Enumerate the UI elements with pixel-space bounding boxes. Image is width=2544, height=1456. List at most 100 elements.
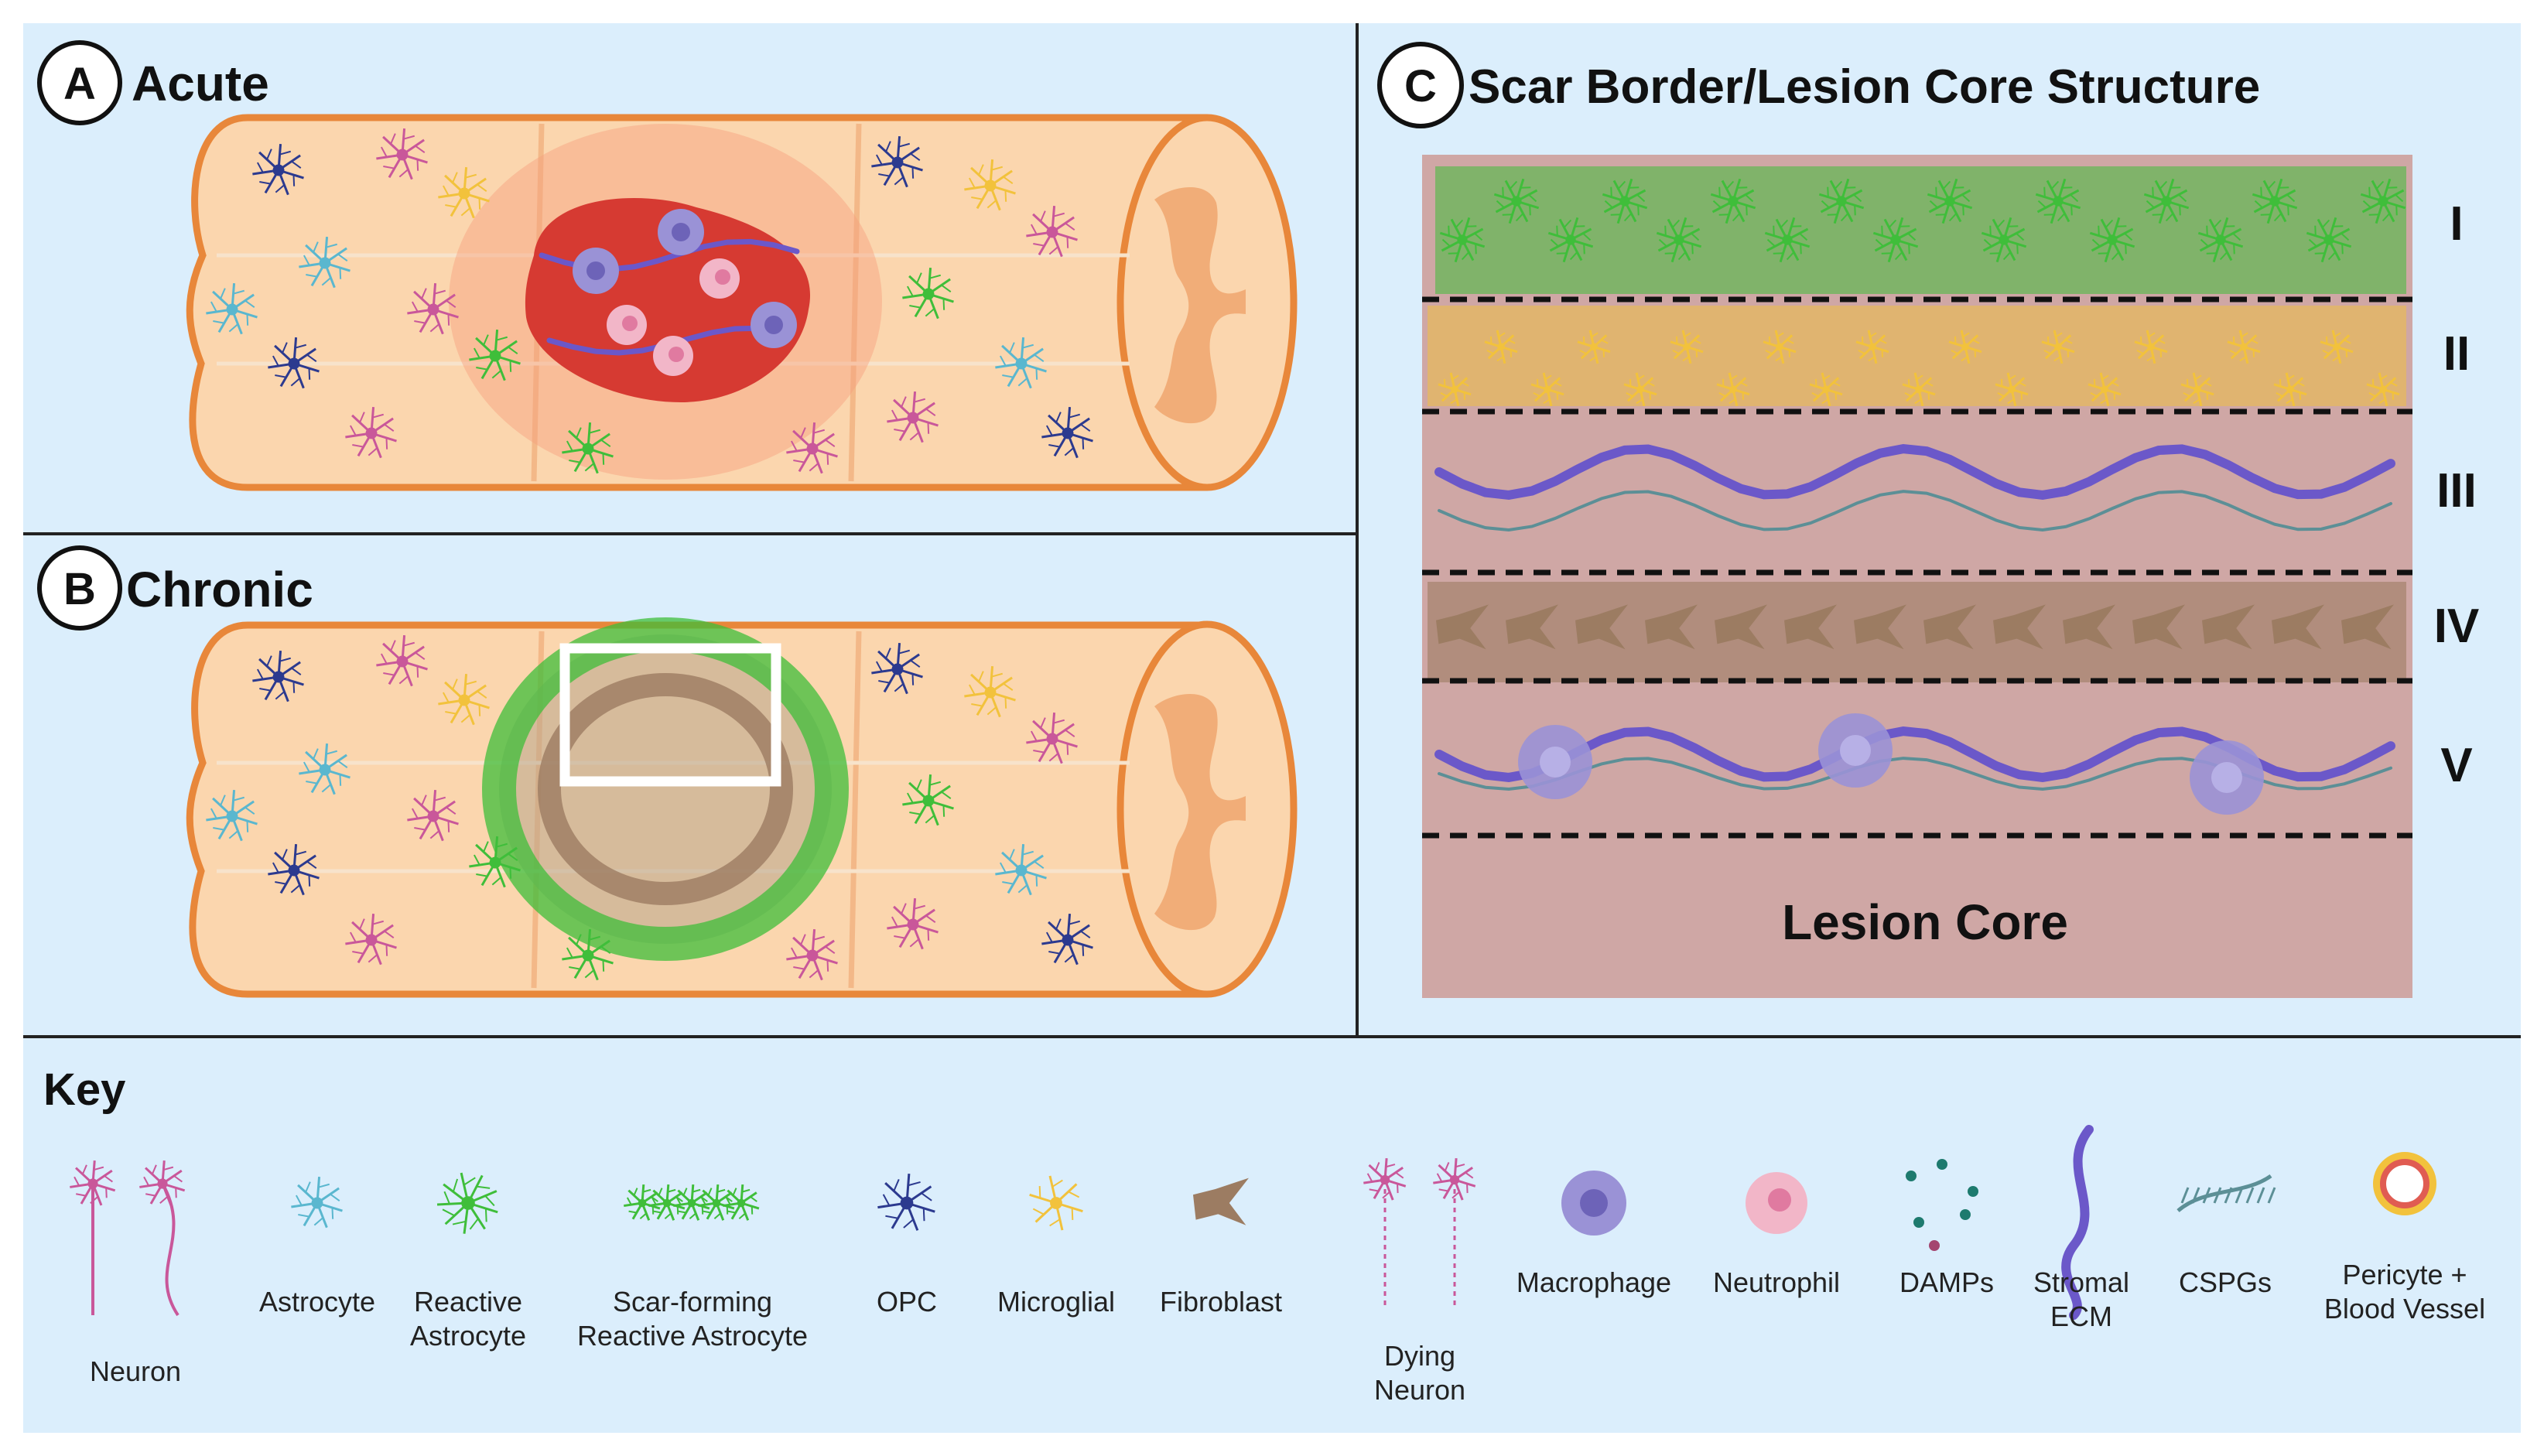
layer-label-3: III <box>2436 464 2477 518</box>
panel-b-badge <box>37 545 122 631</box>
chronic-cell <box>871 642 923 695</box>
panel-a-title: Acute <box>132 56 269 111</box>
key-label-14-line-1: Pericyte + <box>2342 1259 2467 1290</box>
panel-c-title: Scar Border/Lesion Core Structure <box>1469 60 2260 114</box>
key-label-13: CSPGs <box>2179 1266 2272 1298</box>
key-label-11: DAMPs <box>1899 1266 1994 1298</box>
key-label-5: OPC <box>877 1286 937 1318</box>
layer-ii-cells <box>1438 330 2400 407</box>
chronic-cell <box>1041 913 1093 966</box>
chronic-cell <box>469 836 521 888</box>
panel-a-badge <box>37 40 122 125</box>
layer-iv-fibroblasts <box>1436 604 2394 650</box>
key-icon-2 <box>291 1176 343 1229</box>
key-icons <box>70 1125 2436 1320</box>
layer-label-1: I <box>2450 197 2463 251</box>
acute-cell <box>562 422 614 474</box>
layer-label-2: II <box>2443 327 2470 381</box>
acute-cell <box>995 337 1047 389</box>
acute-cell <box>887 391 939 443</box>
chronic-cell <box>562 928 614 981</box>
acute-cell <box>438 166 490 219</box>
scar-panel-background <box>1422 155 2412 998</box>
layer-iv-band <box>1428 582 2406 682</box>
key-icon-12 <box>2061 1125 2094 1320</box>
key-label-4-line-1: Scar-forming <box>613 1286 772 1318</box>
panel-c-header: C Scar Border/Lesion Core Structure <box>1377 42 2260 128</box>
panel-b-title: Chronic <box>126 562 313 617</box>
acute-cell <box>871 135 923 188</box>
key-label-4-line-2: Reactive Astrocyte <box>577 1320 808 1352</box>
key-icon-14 <box>2373 1152 2436 1215</box>
inset-box <box>559 643 781 787</box>
acute-cell <box>1026 205 1078 258</box>
acute-neutrophil <box>607 305 647 345</box>
acute-macrophage <box>573 248 619 294</box>
layer-iii-ecm <box>1434 444 2395 531</box>
acute-cell <box>786 422 838 474</box>
chronic-cell <box>206 789 258 842</box>
chronic-cell <box>252 650 304 702</box>
chronic-cell <box>407 789 459 842</box>
chronic-cell <box>902 774 954 826</box>
key-icon-9 <box>1561 1171 1626 1236</box>
key-icon-8 <box>1363 1157 1476 1307</box>
key-icon-1 <box>70 1160 186 1317</box>
key-label-8-line-2: Neuron <box>1374 1374 1465 1406</box>
chronic-cell <box>268 843 320 896</box>
chronic-cell <box>1026 712 1078 764</box>
layer-label-4: IV <box>2434 600 2480 653</box>
acute-cell <box>252 143 304 196</box>
panel-c-badge <box>1377 42 1464 128</box>
panel-c-letter: C <box>1404 61 1437 111</box>
layer-label-5: V <box>2440 739 2472 792</box>
key-icon-10 <box>1746 1172 1807 1234</box>
acute-cell <box>345 406 397 459</box>
key-label-12-line-1: Stromal <box>2033 1266 2129 1298</box>
key-label-3-line-2: Astrocyte <box>410 1320 526 1352</box>
chronic-lesion <box>482 617 849 961</box>
key-icon-4 <box>624 1184 760 1221</box>
cells <box>206 128 2406 981</box>
layer-i-cells <box>1439 178 2406 263</box>
key-icon-13 <box>2176 1174 2276 1212</box>
panel-a-letter: A <box>63 59 96 109</box>
acute-macrophage <box>658 209 704 255</box>
layer-v-ecm <box>1434 713 2395 815</box>
panel-b-letter: B <box>63 564 96 614</box>
key-label-2: Astrocyte <box>259 1286 375 1318</box>
key-icon-11 <box>1906 1159 1978 1251</box>
key-label-3-line-1: Reactive <box>414 1286 522 1318</box>
chronic-cell <box>376 634 428 687</box>
panel-a-header: A Acute <box>37 40 269 125</box>
chronic-cell <box>995 843 1047 896</box>
key-label-6: Microglial <box>997 1286 1115 1318</box>
chronic-cell <box>964 665 1016 718</box>
acute-cell <box>299 236 350 289</box>
key-title: Key <box>43 1065 125 1115</box>
key-label-10: Neutrophil <box>1713 1266 1840 1298</box>
acute-neutrophil <box>653 336 693 376</box>
chronic-cell <box>438 673 490 726</box>
chronic-cell <box>299 743 350 795</box>
chronic-cell <box>345 913 397 966</box>
key-icon-3 <box>436 1172 498 1234</box>
acute-lesion <box>449 124 882 480</box>
scar-layers: Lesion Core <box>1422 155 2412 998</box>
acute-macrophage <box>751 302 797 348</box>
key-icon-5 <box>877 1173 935 1231</box>
acute-cell <box>407 282 459 335</box>
acute-cell <box>206 282 258 335</box>
acute-neutrophil <box>699 258 740 299</box>
layer-i-band <box>1435 166 2406 294</box>
acute-cell <box>902 267 954 320</box>
chronic-cell <box>887 897 939 950</box>
acute-cell <box>964 159 1016 211</box>
acute-cell <box>376 128 428 180</box>
panel-b-header: B Chronic <box>37 545 313 631</box>
lesion-core-label: Lesion Core <box>1782 894 2068 950</box>
key-label-9: Macrophage <box>1516 1266 1671 1298</box>
